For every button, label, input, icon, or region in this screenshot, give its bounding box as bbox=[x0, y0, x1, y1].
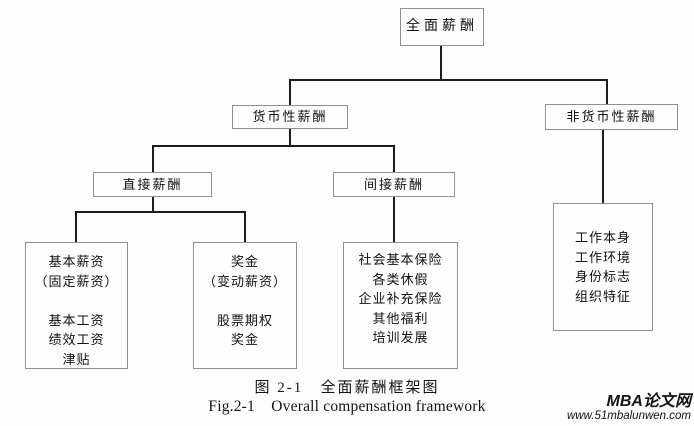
connector-line bbox=[152, 145, 154, 172]
figure-caption-zh: 图 2-1 全面薪酬框架图 bbox=[254, 380, 440, 396]
connector-line bbox=[152, 145, 395, 147]
node-monetary-compensation: 货币性薪酬 bbox=[232, 105, 348, 129]
connector-line bbox=[393, 197, 395, 242]
node-non-monetary-items: 工作本身 工作环境 身份标志 组织特征 bbox=[553, 203, 653, 331]
watermark-site-url: www.51mbalunwen.com bbox=[566, 410, 691, 422]
watermark: MBA论文网 www.51mbalunwen.com bbox=[567, 393, 691, 423]
connector-line bbox=[152, 197, 154, 213]
node-direct-compensation: 直接薪酬 bbox=[93, 172, 212, 197]
connector-line bbox=[244, 211, 246, 242]
node-total-compensation: 全面薪酬 bbox=[400, 8, 484, 46]
watermark-site-name: MBA论文网 bbox=[606, 393, 691, 410]
connector-line bbox=[75, 211, 77, 242]
connector-line bbox=[289, 79, 608, 81]
connector-line bbox=[289, 79, 291, 106]
connector-line bbox=[440, 46, 442, 80]
connector-line bbox=[393, 145, 395, 172]
node-base-pay: 基本薪资 （固定薪资） 基本工资 绩效工资 津贴 bbox=[25, 242, 128, 369]
connector-line bbox=[602, 130, 604, 203]
node-benefits: 社会基本保险 各类休假 企业补充保险 其他福利 培训发展 bbox=[343, 242, 458, 369]
node-non-monetary-compensation: 非货币性薪酬 bbox=[545, 104, 678, 130]
connector-line bbox=[606, 79, 608, 105]
figure-caption-en: Fig.2-1 Overall compensation framework bbox=[208, 398, 486, 415]
connector-line bbox=[75, 211, 246, 213]
node-bonus-pay: 奖金 （变动薪资） 股票期权 奖金 bbox=[193, 242, 297, 369]
node-indirect-compensation: 间接薪酬 bbox=[333, 172, 455, 197]
connector-line bbox=[289, 128, 291, 147]
